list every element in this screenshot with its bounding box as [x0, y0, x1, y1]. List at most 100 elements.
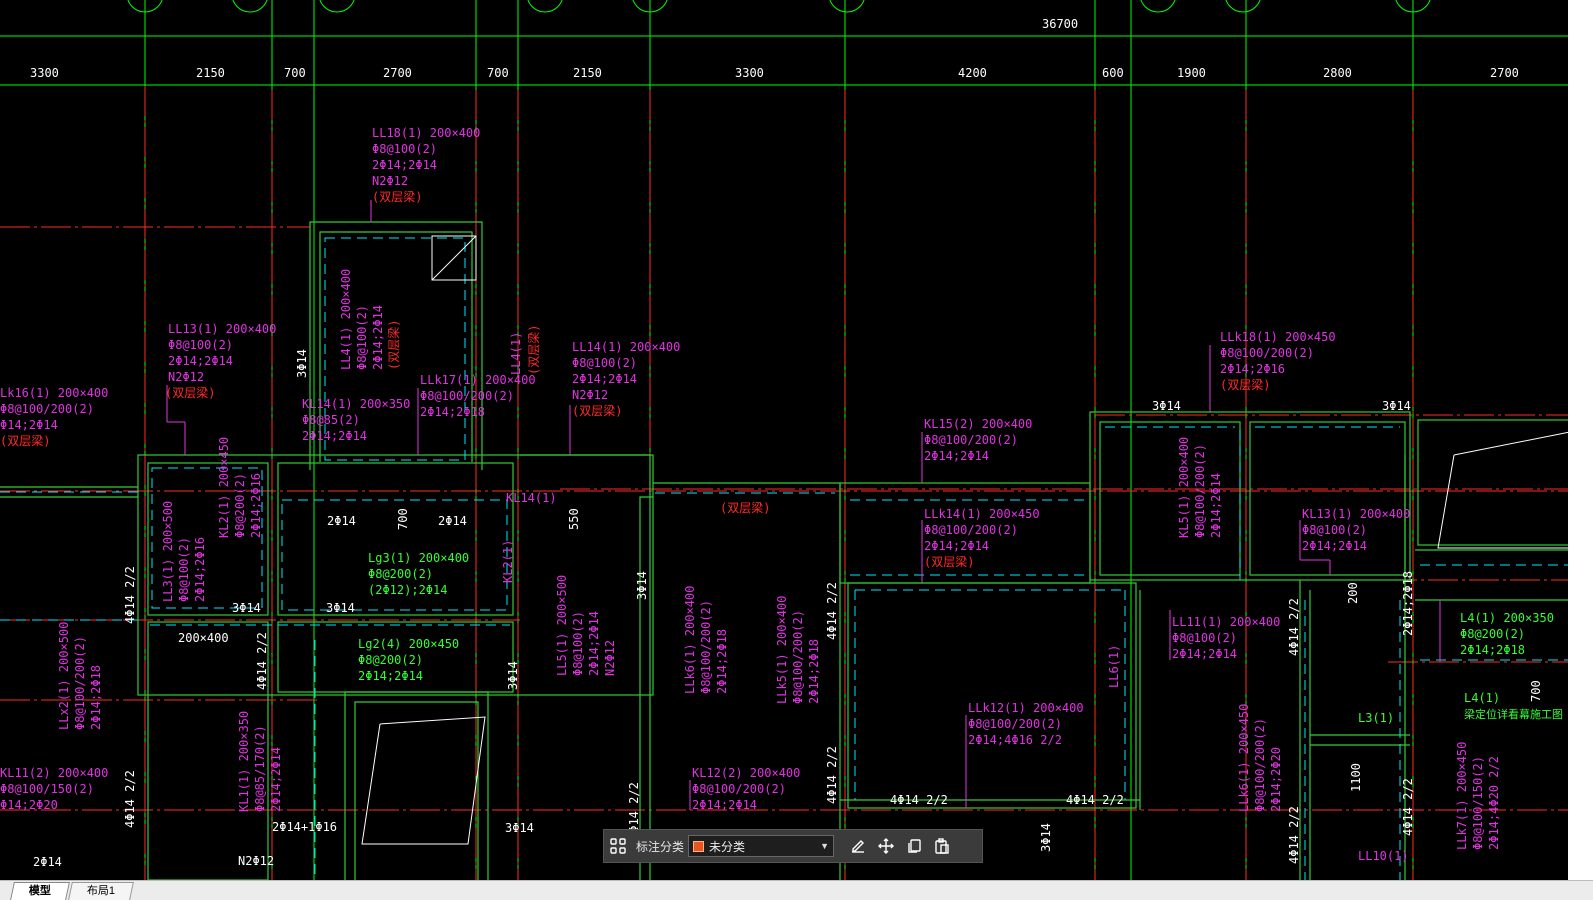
drawing-text: N2Φ12	[372, 174, 408, 188]
wall-outlines	[0, 221, 1579, 880]
label-kl13: KL13(1) 200×400 Φ8@100(2) 2Φ14;2Φ14	[1302, 507, 1410, 553]
drawing-text: 2Φ14;2Φ16	[1220, 362, 1285, 376]
label-llk7: LLk7(1) 200×450	[1455, 742, 1469, 850]
label-dim200x400: 200×400	[178, 631, 229, 645]
drawing-canvas[interactable]: 36700 3300 2150 700 2700 700 2150 3300 4…	[0, 0, 1593, 880]
tab-layout1[interactable]: 布局1	[68, 882, 135, 900]
drawing-text: Φ8@85(2)	[302, 413, 360, 427]
label-kl15: KL15(2) 200×400 Φ8@100/200(2) 2Φ14;2Φ14	[924, 417, 1032, 463]
label-l4b-note: 梁定位详看幕施工图	[1464, 707, 1563, 721]
label-ll13: LL13(1) 200×400 Φ8@100(2) 2Φ14;2Φ14 N2Φ1…	[165, 322, 276, 400]
dim-1100: 1100	[1349, 763, 1363, 792]
label-kl14b: KL14(1)	[506, 491, 557, 505]
axis-bubbles	[127, 0, 1431, 13]
label-llk6b-3: 2Φ14;2Φ20	[1269, 747, 1283, 812]
rebar-4014-v: 4Φ14 2/2	[627, 782, 641, 840]
paste-icon[interactable]	[928, 832, 956, 860]
drawing-text: 2Φ14;2Φ14	[1172, 647, 1237, 661]
drawing-text: Φ8@100/200(2)	[924, 523, 1018, 537]
label-kl5v: KL5(1) 200×400	[1177, 437, 1191, 538]
drawing-text: Φ8@100/200(2)	[968, 717, 1062, 731]
label-ll5v: LL5(1) 200×500	[555, 575, 569, 676]
label-ll11: LL11(1) 200×400 Φ8@100(2) 2Φ14;2Φ14	[1172, 615, 1280, 661]
label-lg3: Lg3(1) 200×400 Φ8@200(2) (2Φ12);2Φ14	[368, 551, 469, 597]
rebar-4014-v: 4Φ14 2/2	[1287, 598, 1301, 656]
drawing-text: (双层梁)	[1220, 377, 1270, 392]
rebar-4014-v: 4Φ14 2/2	[1287, 806, 1301, 864]
drawing-text: (双层梁)	[0, 433, 50, 448]
label-ll4b: LL4(1)	[509, 332, 523, 375]
drawing-text: Φ8@100/150(2)	[0, 782, 94, 796]
label-llk7-2: Φ8@100/150(2)	[1471, 756, 1485, 850]
label-llk5v: LLk5(1) 200×400	[775, 596, 789, 704]
dim-span: 600	[1102, 66, 1124, 80]
label-ll4v-2: Φ8@100(2)	[355, 305, 369, 370]
dim-span: 3300	[735, 66, 764, 80]
drawing-text: Lk16(1) 200×400	[0, 386, 108, 400]
label-ll6: LL6(1)	[1107, 645, 1121, 688]
drawing-text: LLk14(1) 200×450	[924, 507, 1040, 521]
label-kl11: KL11(2) 200×400 Φ8@100/150(2) Φ14;2Φ20	[0, 766, 108, 812]
drawing-text: 2Φ14;2Φ14	[924, 539, 989, 553]
label-llx2v: LLx2(1) 200×500	[57, 622, 71, 730]
drawing-text: Φ8@100(2)	[572, 356, 637, 370]
drawing-text: N2Φ12	[168, 370, 204, 384]
label-llk18: LLk18(1) 200×450 Φ8@100/200(2) 2Φ14;2Φ16…	[1220, 330, 1336, 392]
dim-span: 1900	[1177, 66, 1206, 80]
rebar-4014-v: 4Φ14 2/2	[825, 582, 839, 640]
drawing-text: 2Φ14;2Φ14	[924, 449, 989, 463]
label-ll5v-3: 2Φ14;2Φ14	[587, 611, 601, 676]
label-llk12: LLk12(1) 200×400 Φ8@100/200(2) 2Φ14;4Φ16…	[968, 701, 1084, 747]
dimension-texts: 36700 3300 2150 700 2700 700 2150 3300 4…	[30, 17, 1519, 80]
rebar-2014-v: 2Φ14;2Φ18	[1401, 571, 1415, 636]
right-edge-strip	[1568, 0, 1593, 880]
dim-700: 700	[396, 508, 410, 530]
rebar-2014: 2Φ14	[438, 514, 467, 528]
label-kl2v-2: Φ8@200(2)	[233, 473, 247, 538]
label-kl5v-3: 2Φ14;2Φ14	[1209, 473, 1223, 538]
cad-drawing[interactable]: 36700 3300 2150 700 2700 700 2150 3300 4…	[0, 0, 1593, 880]
dim-span: 700	[284, 66, 306, 80]
rebar-3014: 3Φ14	[1152, 399, 1181, 413]
copy-icon[interactable]	[900, 832, 928, 860]
label-ll3v-2: Φ8@100(2)	[177, 537, 191, 602]
rebar-3014: 3Φ14	[326, 601, 355, 615]
drawing-text: KL14(1) 200×350	[302, 397, 410, 411]
label-lg2: Lg2(4) 200×450 Φ8@200(2) 2Φ14;2Φ14	[358, 637, 459, 683]
grid-icon[interactable]	[604, 832, 632, 860]
edit-icon[interactable]	[844, 832, 872, 860]
drawing-text: LL13(1) 200×400	[168, 322, 276, 336]
rebar-3014: 3Φ14	[505, 821, 534, 835]
label-ll4v-3: 2Φ14;2Φ14	[371, 305, 385, 370]
tab-model[interactable]: 模型	[10, 882, 70, 900]
rebar-4014-v: 4Φ14 2/2	[1401, 778, 1415, 836]
drawing-text: Φ8@100(2)	[1172, 631, 1237, 645]
drawing-text: Φ8@100/200(2)	[0, 402, 94, 416]
rebar-3014: 3Φ14	[1382, 399, 1411, 413]
dim-total: 36700	[1042, 17, 1078, 31]
dim-span: 2800	[1323, 66, 1352, 80]
drawing-text: 2Φ14;2Φ14	[692, 798, 757, 812]
drawing-text: 2Φ14;2Φ14	[302, 429, 367, 443]
drawing-text: LLk17(1) 200×400	[420, 373, 536, 387]
category-select[interactable]: 未分类 ▼	[688, 835, 835, 857]
rebar-plus: 2Φ14+1Φ16	[272, 820, 337, 834]
drawing-text: (双层梁)	[372, 189, 422, 204]
label-llk6b: LLk6(1) 200×450	[1237, 704, 1251, 812]
label-llk6v-3: 2Φ14;2Φ18	[715, 629, 729, 694]
label-lk16: Lk16(1) 200×400 Φ8@100/200(2) Φ14;2Φ14 (…	[0, 386, 108, 448]
drawing-text: LLk12(1) 200×400	[968, 701, 1084, 715]
label-kl1v-3: 2Φ14;2Φ14	[269, 747, 283, 812]
label-kl2b: KL2(1)	[501, 540, 515, 583]
drawing-text: 2Φ14;2Φ18	[420, 405, 485, 419]
dim-span: 2150	[573, 66, 602, 80]
move-icon[interactable]	[872, 832, 900, 860]
label-ll14: LL14(1) 200×400 Φ8@100(2) 2Φ14;2Φ14 N2Φ1…	[572, 340, 680, 418]
rebar-4014-v: 4Φ14 2/2	[825, 746, 839, 804]
dim-700b: 700	[1529, 680, 1543, 702]
rebar-4014-v: 4Φ14 2/2	[123, 566, 137, 624]
label-llk17: LLk17(1) 200×400 Φ8@100/200(2) 2Φ14;2Φ18	[420, 373, 536, 419]
rebar-3014-v4: 3Φ14	[1039, 823, 1053, 852]
label-llk14: LLk14(1) 200×450 Φ8@100/200(2) 2Φ14;2Φ14…	[924, 507, 1040, 569]
drawing-text: Φ8@100(2)	[1302, 523, 1367, 537]
